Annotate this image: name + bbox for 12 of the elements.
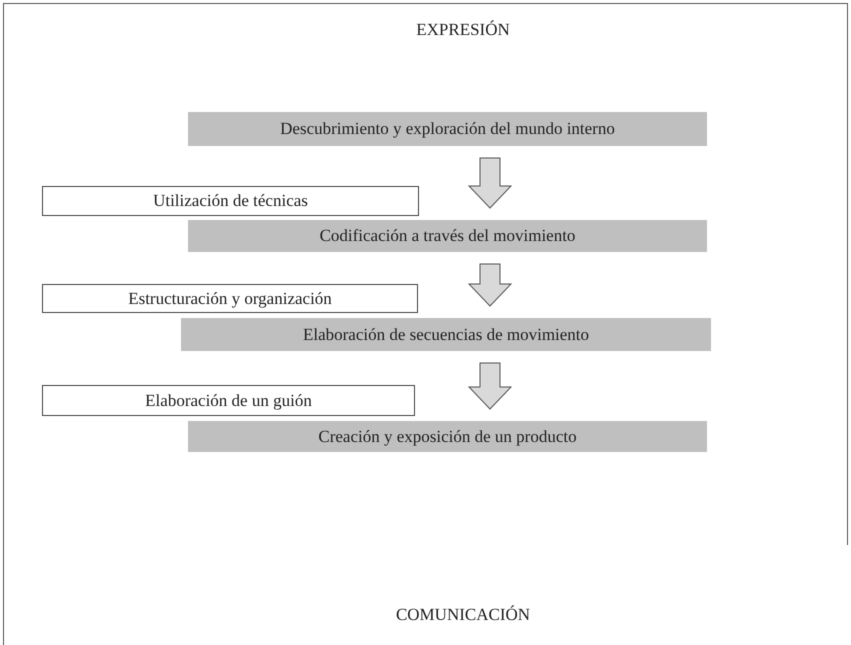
stage-box: Codificación a través del movimiento	[188, 220, 707, 252]
block-arrow	[468, 158, 512, 209]
block-arrow	[468, 264, 512, 307]
stage-box: Descubrimiento y exploración del mundo interno	[188, 112, 707, 146]
stage-box: Elaboración de secuencias de movimiento	[181, 318, 711, 351]
stage-box: Creación y exposición de un producto	[188, 421, 707, 452]
technique-box: Estructuración y organización	[42, 284, 418, 313]
technique-box: Elaboración de un guión	[42, 385, 415, 416]
heading-label: COMUNICACIÓN	[396, 605, 530, 625]
block-arrow	[468, 362, 512, 410]
heading-label: EXPRESIÓN	[416, 20, 510, 40]
technique-box: Utilización de técnicas	[42, 186, 419, 216]
